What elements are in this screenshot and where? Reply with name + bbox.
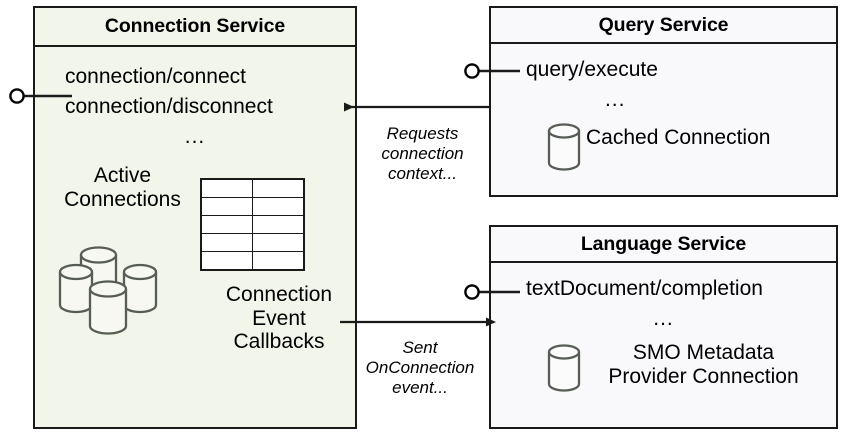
edge-label-line3: context...	[388, 164, 457, 184]
table-grid-cell	[202, 216, 253, 233]
edge-label-line1: Requests	[386, 124, 459, 143]
edge-label-line1: Sent	[402, 338, 438, 357]
query-service-ellipsis: ...	[604, 88, 626, 111]
table-grid-cell	[253, 234, 303, 251]
smo-label-line2: Provider Connection	[608, 364, 799, 388]
query-service-title: Query Service	[491, 8, 836, 44]
table-grid-icon	[200, 178, 305, 271]
smo-metadata-provider-connection-label: SMO Metadata Provider Connection	[576, 341, 831, 388]
table-grid-cell	[253, 216, 303, 233]
connection-service-body: connection/connect connection/disconnect…	[35, 47, 355, 427]
table-grid-cell	[202, 234, 253, 251]
query-service-body: query/execute ... Cached Connection	[491, 44, 836, 195]
table-grid-row	[202, 234, 303, 252]
callbacks-label-line3: Callbacks	[233, 330, 325, 354]
component-query-service[interactable]: Query Service query/execute ... Cached C…	[489, 6, 838, 197]
table-grid-cell	[253, 198, 303, 215]
connection-service-ellipsis: ...	[184, 125, 206, 148]
active-connections-label: Active Connections	[45, 164, 200, 211]
edge-label-sent-onconnection-event: Sent OnConnection event...	[350, 338, 490, 398]
table-grid-cell	[202, 198, 253, 215]
connection-service-endpoint-1[interactable]: connection/disconnect	[65, 95, 273, 118]
component-connection-service[interactable]: Connection Service connection/connect co…	[33, 6, 357, 429]
edge-label-line2: connection	[381, 144, 464, 164]
table-grid-row	[202, 216, 303, 234]
active-connections-label-line2: Connections	[64, 187, 181, 211]
callbacks-label-line1: Connection	[225, 283, 333, 306]
language-service-body: textDocument/completion ... SMO Metadata…	[491, 263, 836, 427]
connection-service-endpoint-0[interactable]: connection/connect	[65, 65, 246, 88]
smo-label-line1: SMO Metadata	[632, 341, 775, 364]
table-grid-row	[202, 252, 303, 269]
language-service-title: Language Service	[491, 227, 836, 263]
active-connections-label-line1: Active	[93, 164, 152, 187]
language-service-ellipsis: ...	[653, 307, 674, 330]
table-grid-row	[202, 198, 303, 216]
connection-service-title: Connection Service	[35, 8, 355, 47]
table-grid-cell	[202, 180, 253, 197]
connection-event-callbacks-label: Connection Event Callbacks	[203, 283, 355, 354]
language-service-endpoint-0[interactable]: textDocument/completion	[526, 277, 763, 300]
edge-label-line3: event...	[392, 378, 448, 398]
component-language-service[interactable]: Language Service textDocument/completion…	[489, 225, 838, 429]
callbacks-label-line2: Event	[252, 306, 306, 330]
table-grid-row	[202, 180, 303, 198]
table-grid-cell	[253, 180, 303, 197]
table-grid-cell	[253, 252, 303, 269]
edge-label-requests-connection-context: Requests connection context...	[360, 124, 485, 184]
query-service-endpoint-0[interactable]: query/execute	[526, 58, 658, 81]
table-grid-cell	[202, 252, 253, 269]
edge-label-line2: OnConnection	[365, 358, 475, 378]
cached-connection-label: Cached Connection	[586, 126, 771, 149]
